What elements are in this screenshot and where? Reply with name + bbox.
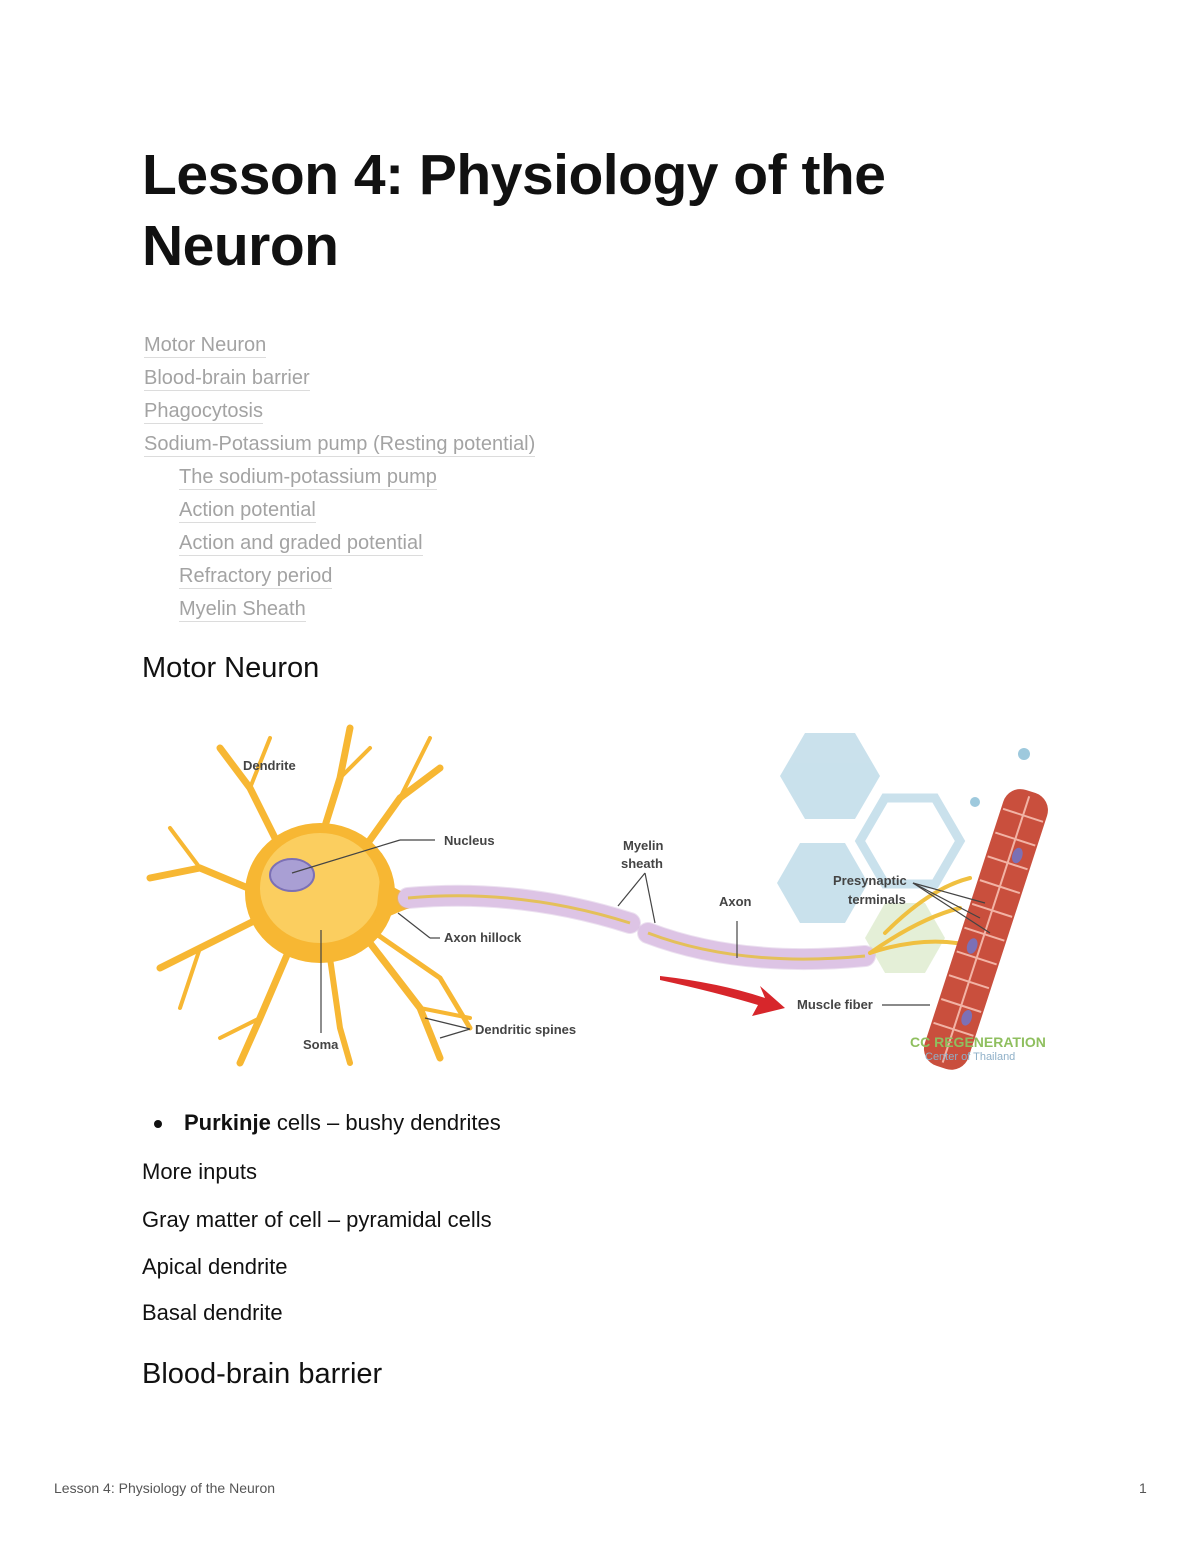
toc-link-sodium-potassium-pump[interactable]: Sodium-Potassium pump (Resting potential… — [144, 433, 536, 457]
motor-neuron-diagram: Dendrite Nucleus Axon hillock Soma Dendr… — [140, 718, 1056, 1070]
label-nucleus: Nucleus — [444, 833, 495, 848]
label-soma: Soma — [303, 1037, 339, 1052]
toc-link-the-sodium-potassium-pump[interactable]: The sodium-potassium pump — [179, 466, 437, 490]
label-axon: Axon — [719, 894, 752, 909]
direction-arrow — [660, 976, 785, 1016]
toc-link-action-and-graded-potential[interactable]: Action and graded potential — [179, 532, 423, 556]
muscle-fiber — [923, 789, 1048, 1070]
bullet-list: Purkinje cells – bushy dendrites — [154, 1106, 501, 1140]
nucleus-shape — [269, 858, 315, 892]
label-axon-hillock: Axon hillock — [444, 930, 522, 945]
background-hexagons — [777, 733, 966, 973]
paragraph: Gray matter of cell – pyramidal cells — [142, 1207, 492, 1232]
page-title: Lesson 4: Physiology of the Neuron — [142, 143, 886, 278]
toc-link-refractory-period[interactable]: Refractory period — [179, 565, 333, 589]
axon-myelin — [397, 884, 876, 971]
label-dendritic-spines: Dendritic spines — [475, 1022, 576, 1037]
section-heading-motor-neuron: Motor Neuron — [142, 652, 320, 684]
paragraph: Apical dendrite — [142, 1254, 288, 1279]
section-heading-blood-brain-barrier: Blood-brain barrier — [142, 1358, 383, 1390]
bold-term: Purkinje — [184, 1110, 271, 1135]
toc-link-motor-neuron[interactable]: Motor Neuron — [144, 334, 267, 358]
watermark-text: CC REGENERATION — [910, 1034, 1046, 1050]
toc-link-blood-brain-barrier[interactable]: Blood-brain barrier — [144, 367, 310, 391]
toc-link-phagocytosis[interactable]: Phagocytosis — [144, 400, 263, 424]
list-item-text: cells – bushy dendrites — [270, 1110, 501, 1135]
label-myelin-sheath-2: sheath — [621, 856, 663, 871]
label-muscle-fiber: Muscle fiber — [797, 997, 873, 1012]
list-item: Purkinje cells – bushy dendrites — [154, 1106, 501, 1140]
label-dendrite: Dendrite — [243, 758, 296, 773]
table-of-contents: Motor Neuron Blood-brain barrier Phagocy… — [144, 330, 536, 627]
paragraph: Basal dendrite — [142, 1300, 283, 1325]
toc-link-myelin-sheath[interactable]: Myelin Sheath — [179, 598, 306, 622]
page-number: 1 — [1139, 1480, 1147, 1496]
label-myelin-sheath: Myelin — [623, 838, 664, 853]
paragraph: More inputs — [142, 1159, 257, 1184]
label-presynaptic-2: terminals — [848, 892, 906, 907]
label-presynaptic: Presynaptic — [833, 873, 907, 888]
toc-link-action-potential[interactable]: Action potential — [179, 499, 316, 523]
watermark-subtext: Center of Thailand — [925, 1051, 1015, 1063]
footer-title: Lesson 4: Physiology of the Neuron — [54, 1480, 276, 1496]
